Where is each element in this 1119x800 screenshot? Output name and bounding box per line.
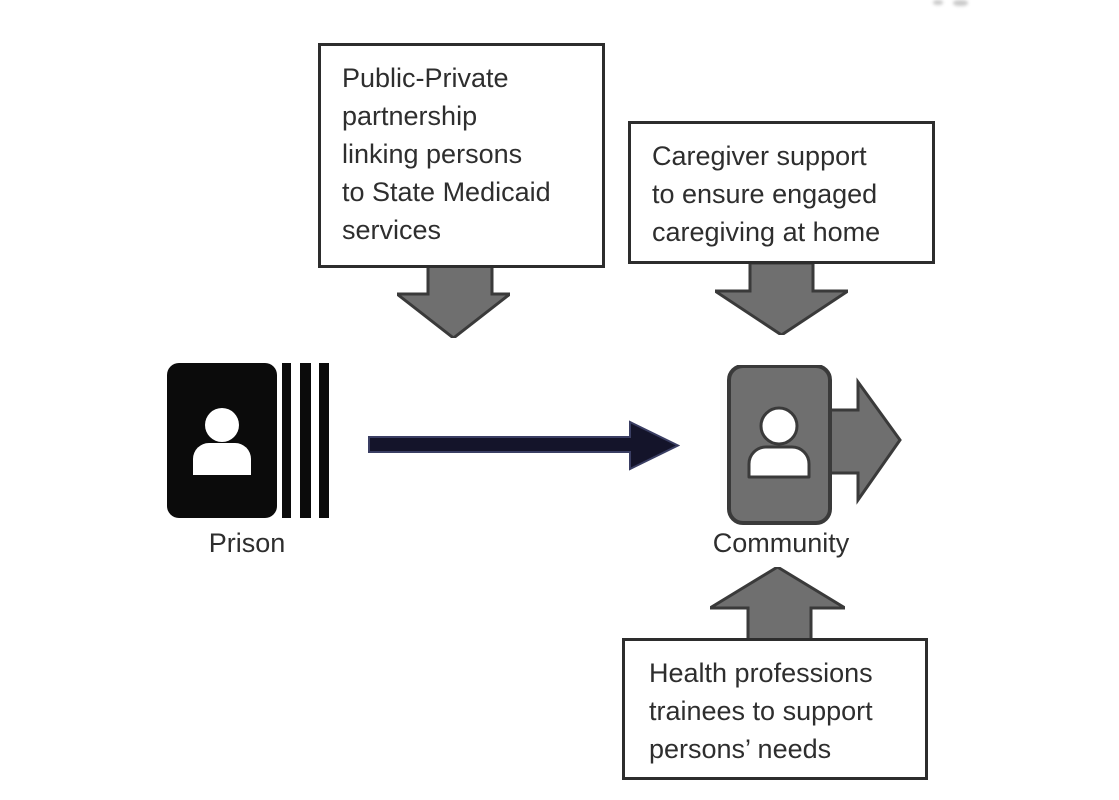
person-icon: [747, 406, 811, 479]
prison-label: Prison: [208, 528, 286, 558]
prison-icon: [167, 363, 329, 518]
cropped-edge-artifact: [933, 0, 943, 5]
down-block-arrow-medicaid-icon: [397, 266, 510, 338]
community-label: Community: [712, 528, 850, 558]
community-icon: [727, 365, 902, 525]
up-block-arrow-trainees-icon: [710, 567, 845, 640]
caregiver-support-box: Caregiver support to ensure engaged care…: [628, 121, 935, 264]
bars-icon: [282, 363, 329, 518]
down-block-arrow-caregiver-icon: [715, 263, 848, 335]
prison-to-community-arrow-icon: [368, 420, 680, 471]
person-icon: [193, 408, 251, 475]
medicaid-partnership-box: Public-Private partnership linking perso…: [318, 43, 605, 268]
trainees-box: Health professions trainees to support p…: [622, 638, 928, 780]
cropped-edge-artifact: [953, 0, 968, 6]
